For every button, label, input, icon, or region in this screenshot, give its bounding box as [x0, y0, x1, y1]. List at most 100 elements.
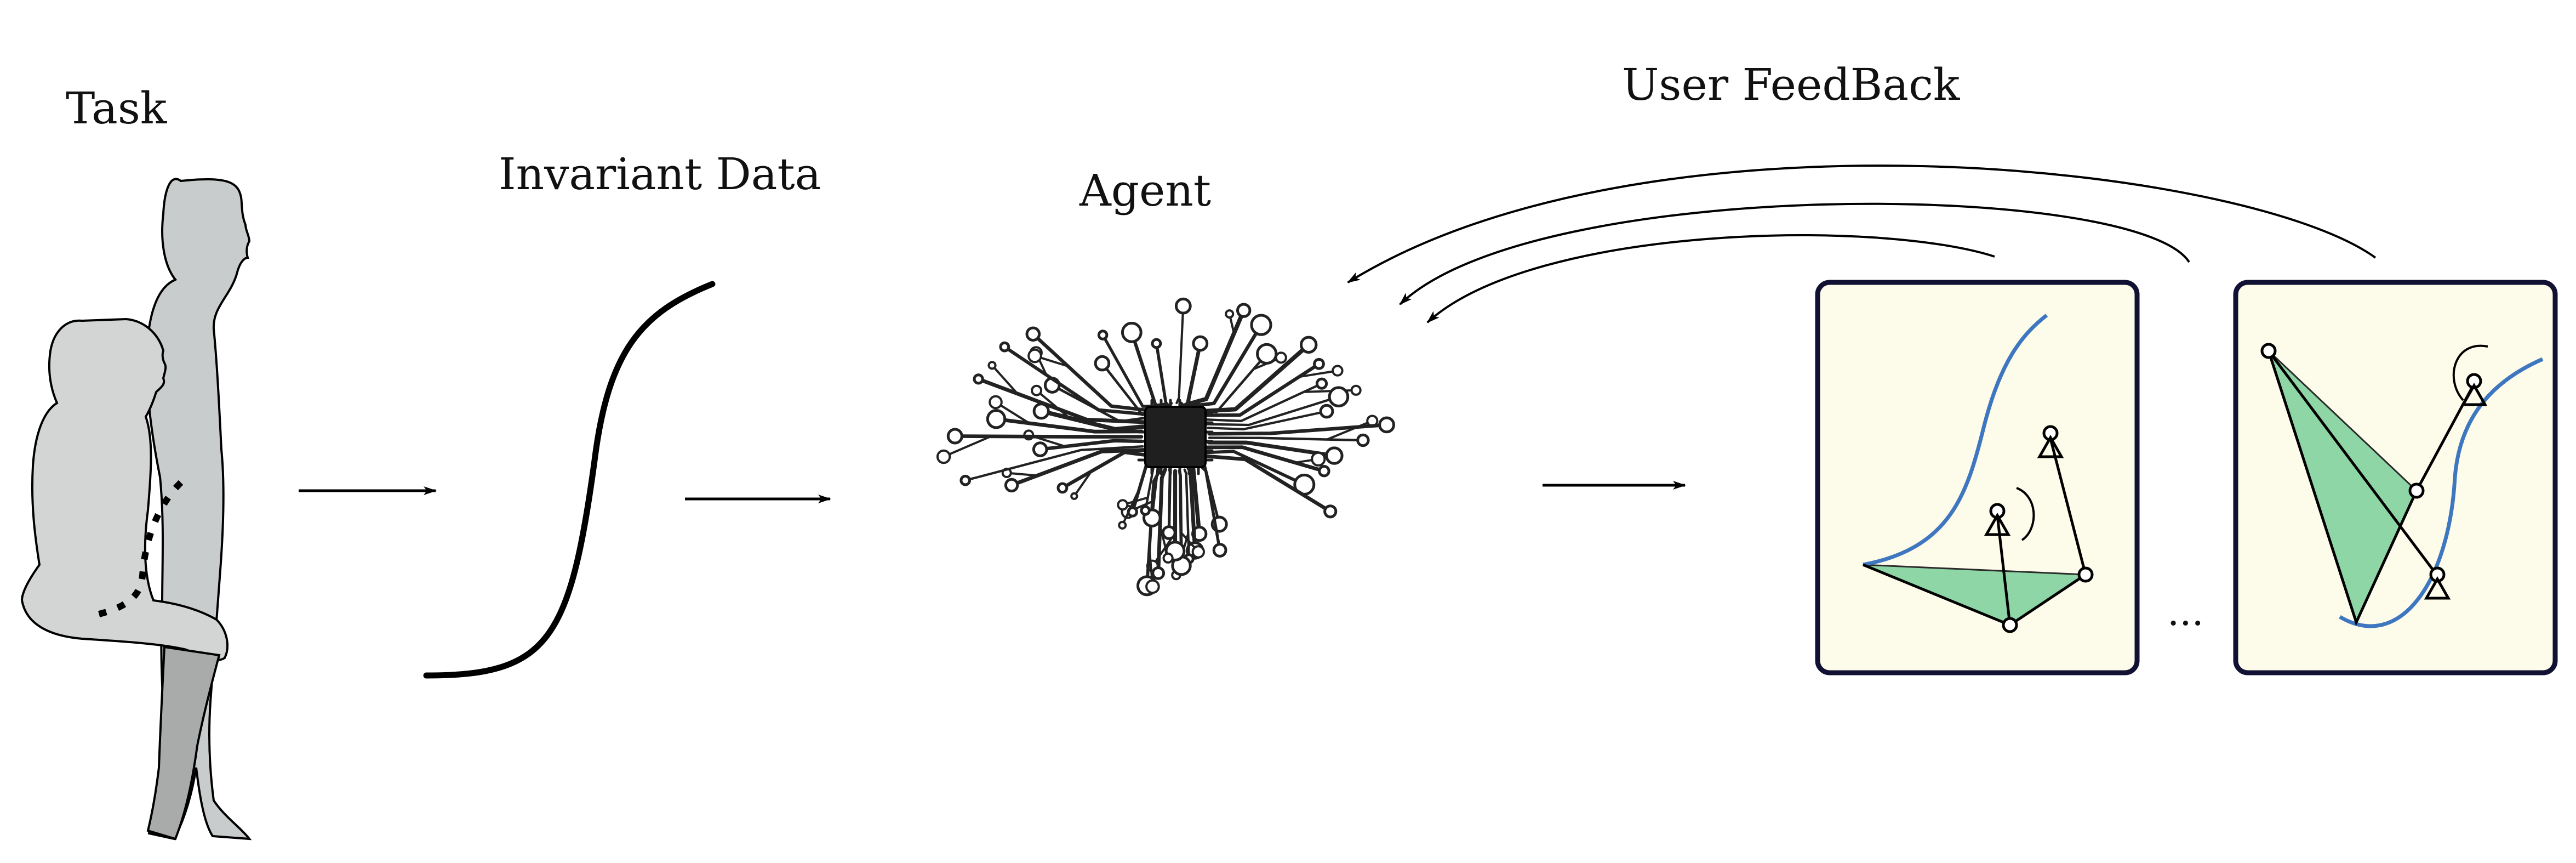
user-feedback-label: User FeedBack — [1622, 59, 1961, 110]
circuit-node — [1192, 335, 1209, 352]
invariant-data-curve — [423, 281, 716, 679]
circuit-node — [1225, 309, 1235, 319]
circuit-node — [1332, 365, 1344, 377]
circuit-node — [1313, 357, 1325, 370]
circuit-node — [1151, 566, 1166, 580]
circuit-node — [1004, 478, 1019, 493]
circuit-node — [1032, 441, 1048, 457]
circuit-trace — [1039, 408, 1145, 432]
circuit-node — [1275, 351, 1287, 364]
circuit-trace — [1184, 308, 1246, 407]
feedback-arrow-2 — [1399, 202, 2190, 305]
circuit-node — [1174, 297, 1192, 315]
circuit-node — [946, 428, 963, 445]
circuit-node — [1356, 433, 1370, 447]
circuit-trace — [1207, 423, 1389, 436]
circuit-trace — [1155, 342, 1173, 411]
circuit-trace — [1207, 410, 1328, 430]
panels-ellipsis: ... — [2167, 589, 2204, 634]
circuit-node — [1318, 465, 1330, 478]
task-label: Task — [66, 83, 168, 134]
circuit-trace — [1035, 389, 1071, 419]
circuit-trace — [1326, 419, 1374, 441]
circuit-node — [1250, 314, 1272, 336]
circuit-node — [1319, 404, 1334, 419]
circuit-trace — [1200, 362, 1321, 417]
task-figure — [20, 178, 252, 841]
circuit-node — [1145, 579, 1160, 594]
sitting-silhouette — [20, 317, 229, 661]
circuit-node — [1323, 504, 1338, 519]
feedback-arrow-1 — [1347, 164, 2377, 283]
circuit-node — [1325, 446, 1344, 465]
circuit-node — [1097, 330, 1109, 340]
circuit-brain-icon — [936, 297, 1396, 597]
circuit-trace — [1207, 440, 1336, 458]
circuit-trace — [1203, 382, 1323, 422]
processor-chip — [1144, 406, 1207, 468]
circuit-node — [1031, 384, 1043, 396]
invariant-data-label: Invariant Data — [499, 149, 821, 200]
circuit-trace — [953, 434, 1144, 439]
panel-2-link-chain — [2267, 350, 2476, 626]
circuit-trace — [1121, 488, 1140, 526]
agent-label: Agent — [1079, 165, 1211, 216]
panel-1-joint — [2002, 617, 2018, 633]
circuit-node — [1117, 499, 1129, 511]
output-panel-1 — [1815, 280, 2140, 675]
circuit-node — [1191, 545, 1206, 559]
circuit-node — [1025, 326, 1041, 342]
circuit-trace — [1130, 331, 1169, 407]
circuit-trace — [1206, 395, 1340, 427]
circuit-node — [1027, 348, 1042, 364]
panel-1-anchor-marker — [1984, 512, 2011, 536]
panel-1-frame — [1815, 280, 2140, 675]
circuit-node — [1118, 520, 1127, 530]
circuit-trace — [1175, 305, 1185, 405]
circuit-node — [1311, 451, 1326, 467]
panel-2-blue-curve — [2339, 357, 2544, 628]
motion-trajectory — [87, 480, 184, 620]
circuit-trace — [1183, 468, 1190, 560]
circuit-trace — [1196, 342, 1311, 414]
circuit-node — [989, 395, 1003, 410]
panel-1-anchor-marker — [2037, 434, 2064, 458]
circuit-node — [999, 341, 1010, 353]
circuit-trace — [943, 435, 992, 458]
user-feedback-arrows — [1347, 164, 2377, 323]
circuit-node — [959, 474, 971, 486]
circuit-node — [1121, 321, 1143, 343]
circuit-trace — [1156, 467, 1167, 575]
circuit-trace — [1003, 345, 1152, 417]
panel-2-joint — [2408, 482, 2425, 499]
circuit-node — [936, 449, 951, 464]
panel-2-joint — [2260, 343, 2277, 359]
circuit-node — [1161, 525, 1176, 540]
panel-2-anchor-marker — [2460, 382, 2488, 406]
circuit-node — [1236, 303, 1252, 318]
circuit-trace — [1009, 448, 1146, 487]
circuit-trace — [1167, 464, 1172, 535]
circuit-trace — [1073, 470, 1093, 497]
panel-1-joint — [2077, 566, 2094, 583]
circuit-node — [1315, 377, 1328, 390]
circuit-node — [1212, 543, 1227, 558]
circuit-trace — [1202, 454, 1333, 514]
circuit-node — [1162, 552, 1174, 564]
circuit-node — [1378, 416, 1396, 434]
circuit-node — [1151, 338, 1162, 349]
circuit-node — [1094, 355, 1111, 372]
panel-1-rotation-arc — [2016, 487, 2035, 541]
circuit-trace — [1060, 450, 1149, 490]
circuit-trace — [1298, 370, 1339, 378]
circuit-trace — [991, 364, 1019, 395]
circuit-node — [986, 409, 1007, 429]
circuit-trace — [964, 445, 1144, 482]
circuit-node — [973, 373, 984, 385]
circuit-node — [1070, 492, 1078, 501]
circuit-trace — [1179, 342, 1202, 411]
circuit-node — [1140, 505, 1151, 516]
circuit-node — [1328, 386, 1350, 408]
panel-1-blue-curve — [1863, 314, 2048, 567]
circuit-trace — [1208, 436, 1364, 442]
